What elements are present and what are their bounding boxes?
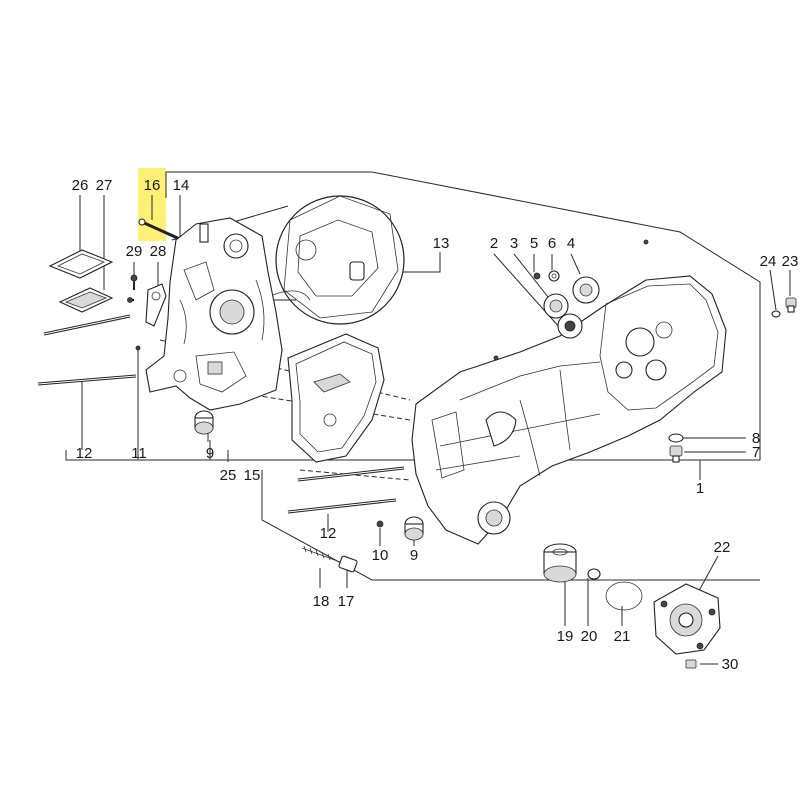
screw-29 bbox=[130, 274, 138, 290]
callout-2: 2 bbox=[490, 235, 498, 252]
callout-12-lower: 12 bbox=[320, 525, 337, 542]
plate-26 bbox=[48, 249, 114, 279]
left-crankcase bbox=[145, 217, 283, 411]
callout-5: 5 bbox=[530, 235, 538, 252]
callout-30: 30 bbox=[722, 656, 739, 673]
callout-26: 26 bbox=[72, 177, 89, 194]
washer-6 bbox=[548, 270, 560, 282]
callout-14: 14 bbox=[173, 177, 190, 194]
callout-27: 27 bbox=[96, 177, 113, 194]
bushing-9-left bbox=[194, 410, 214, 435]
oring-20 bbox=[587, 568, 601, 580]
callout-20: 20 bbox=[581, 628, 598, 645]
bolt-small-left bbox=[127, 297, 134, 303]
callout-24: 24 bbox=[760, 253, 777, 270]
callout-6: 6 bbox=[548, 235, 556, 252]
bushing-9-right bbox=[404, 516, 424, 541]
callout-29: 29 bbox=[126, 243, 143, 260]
callout-1: 1 bbox=[696, 480, 704, 497]
stud-12-lower bbox=[287, 498, 397, 514]
stud-middle bbox=[297, 466, 405, 482]
gasket-15 bbox=[287, 333, 385, 463]
callout-18: 18 bbox=[313, 593, 330, 610]
callout-16: 16 bbox=[144, 177, 161, 194]
filter-19 bbox=[543, 543, 577, 583]
callout-23: 23 bbox=[782, 253, 799, 270]
callout-12-upper: 12 bbox=[76, 445, 93, 462]
callout-15: 15 bbox=[244, 467, 261, 484]
callout-10: 10 bbox=[372, 547, 389, 564]
main-crankcase-1 bbox=[411, 239, 727, 545]
callout-7: 7 bbox=[752, 444, 760, 461]
oring-21 bbox=[605, 581, 643, 611]
washer-8 bbox=[668, 433, 684, 443]
plug-7 bbox=[669, 445, 683, 463]
cover-22 bbox=[653, 583, 721, 655]
bearing-4 bbox=[572, 276, 600, 304]
callout-19: 19 bbox=[557, 628, 574, 645]
stud-long-upper bbox=[43, 314, 131, 336]
plug-23 bbox=[785, 297, 797, 313]
lever-28 bbox=[145, 283, 167, 327]
callout-25: 25 bbox=[220, 467, 237, 484]
callout-13: 13 bbox=[433, 235, 450, 252]
callout-17: 17 bbox=[338, 593, 355, 610]
callout-8: 8 bbox=[752, 430, 760, 447]
bolt-30 bbox=[685, 659, 697, 669]
stud-long-12 bbox=[37, 374, 137, 386]
callouts: 26 27 16 14 29 28 13 2 3 5 6 4 24 23 8 7… bbox=[72, 177, 799, 673]
spring-18 bbox=[301, 545, 341, 563]
filter-27 bbox=[58, 287, 114, 313]
pin-16 bbox=[138, 218, 183, 242]
plunger-17 bbox=[338, 555, 358, 573]
callout-21: 21 bbox=[614, 628, 631, 645]
callout-28: 28 bbox=[150, 243, 167, 260]
callout-9-right: 9 bbox=[410, 547, 418, 564]
callout-3: 3 bbox=[510, 235, 518, 252]
callout-22: 22 bbox=[714, 539, 731, 556]
washer-24 bbox=[771, 310, 781, 318]
callout-9-left: 9 bbox=[206, 445, 214, 462]
dowel-11 bbox=[135, 345, 141, 351]
callout-4: 4 bbox=[567, 235, 575, 252]
seal-3 bbox=[543, 293, 569, 319]
callout-11: 11 bbox=[131, 445, 147, 462]
bearing-2 bbox=[557, 313, 583, 339]
dowel-10 bbox=[376, 520, 384, 528]
pin-5 bbox=[533, 272, 541, 280]
